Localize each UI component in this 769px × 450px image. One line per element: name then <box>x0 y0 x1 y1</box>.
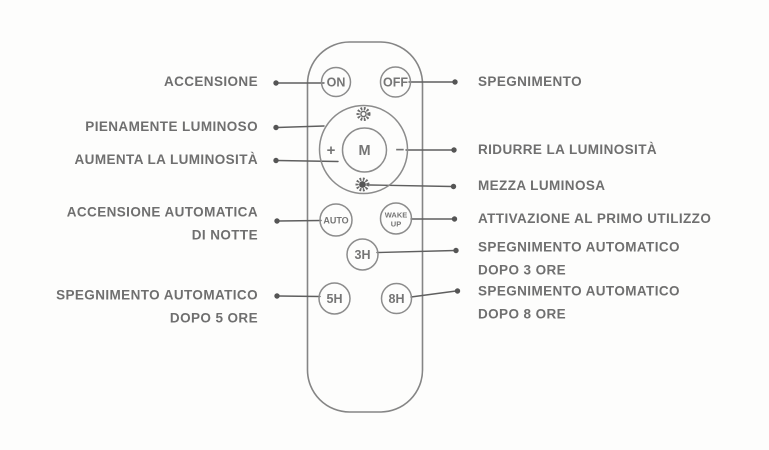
off-button-label: OFF <box>383 76 408 90</box>
label-spegnimento-automatico-3-ore: SPEGNIMENTO AUTOMATICO DOPO 3 ORE <box>478 237 680 282</box>
label-spegnimento-automatico-5-ore: SPEGNIMENTO AUTOMATICO DOPO 5 ORE <box>56 285 258 330</box>
line-spegnimento-3-ore <box>376 249 456 254</box>
wake-up-button-label-line1: WAKE <box>385 211 408 220</box>
label-line: ACCENSIONE <box>163 73 258 89</box>
decrease-brightness-label: − <box>396 142 405 159</box>
label-line: ATTIVAZIONE AL PRIMO UTILIZZO <box>478 210 712 226</box>
line-aumenta-luminosita <box>276 159 339 163</box>
timer-3h-button: 3H <box>346 238 379 271</box>
label-line: SPEGNIMENTO <box>478 73 582 89</box>
connector-dots <box>273 79 461 299</box>
timer-8h-button: 8H <box>380 282 413 315</box>
label-accensione: ACCENSIONE <box>164 71 258 94</box>
label-line: SPEGNIMENTO AUTOMATICO <box>56 287 258 303</box>
line-pienamente-luminoso <box>276 125 325 129</box>
sun-bright-icon <box>356 106 371 122</box>
brightness-dial: M + − <box>318 104 409 195</box>
label-pienamente-luminoso: PIENAMENTE LUMINOSO <box>85 116 258 139</box>
auto-button-label: AUTO <box>323 216 348 226</box>
on-button-label: ON <box>327 76 346 90</box>
on-button: ON <box>320 66 352 98</box>
auto-button: AUTO <box>319 203 353 237</box>
label-ridurre-la-luminosita: RIDURRE LA LUMINOSITÀ <box>478 139 657 162</box>
label-spegnimento-automatico-8-ore: SPEGNIMENTO AUTOMATICO DOPO 8 ORE <box>478 281 680 326</box>
sun-dim-icon <box>355 177 370 192</box>
label-line: SPEGNIMENTO AUTOMATICO <box>478 239 680 255</box>
label-attivazione-al-primo-utilizzo: ATTIVAZIONE AL PRIMO UTILIZZO <box>478 208 711 231</box>
label-accensione-automatica-di-notte: ACCENSIONE AUTOMATICA DI NOTTE <box>67 202 258 247</box>
label-aumenta-la-luminosita: AUMENTA LA LUMINOSITÀ <box>75 149 258 172</box>
timer-3h-label: 3H <box>355 248 371 262</box>
off-button: OFF <box>379 66 412 98</box>
mode-button-label: M <box>358 143 370 159</box>
line-mezza-luminosa <box>369 184 453 188</box>
connector-lines <box>276 81 457 298</box>
label-line: DOPO 3 ORE <box>478 262 567 277</box>
increase-brightness-label: + <box>327 142 336 159</box>
label-mezza-luminosa: MEZZA LUMINOSA <box>478 175 605 198</box>
label-line: PIENAMENTE LUMINOSO <box>85 118 258 134</box>
label-spegnimento: SPEGNIMENTO <box>478 71 582 94</box>
remote-body <box>306 41 424 413</box>
timer-5h-label: 5H <box>327 292 343 306</box>
label-line: MEZZA LUMINOSA <box>478 177 606 193</box>
label-line: SPEGNIMENTO AUTOMATICO <box>478 283 680 299</box>
label-line: DI NOTTE <box>191 227 258 242</box>
wake-up-button: WAKE UP <box>379 202 413 235</box>
line-spegnimento-5-ore <box>277 295 321 298</box>
label-line: ACCENSIONE AUTOMATICA <box>66 204 258 220</box>
line-spegnimento-8-ore <box>410 290 457 298</box>
label-line: AUMENTA LA LUMINOSITÀ <box>74 151 258 167</box>
label-line: DOPO 8 ORE <box>478 306 567 321</box>
timer-8h-label: 8H <box>389 292 405 306</box>
timer-5h-button: 5H <box>318 282 351 315</box>
label-line: DOPO 5 ORE <box>169 310 258 325</box>
label-line: RIDURRE LA LUMINOSITÀ <box>478 141 657 157</box>
line-accensione-automatica <box>277 219 322 222</box>
wake-up-button-label-line2: UP <box>391 220 401 229</box>
